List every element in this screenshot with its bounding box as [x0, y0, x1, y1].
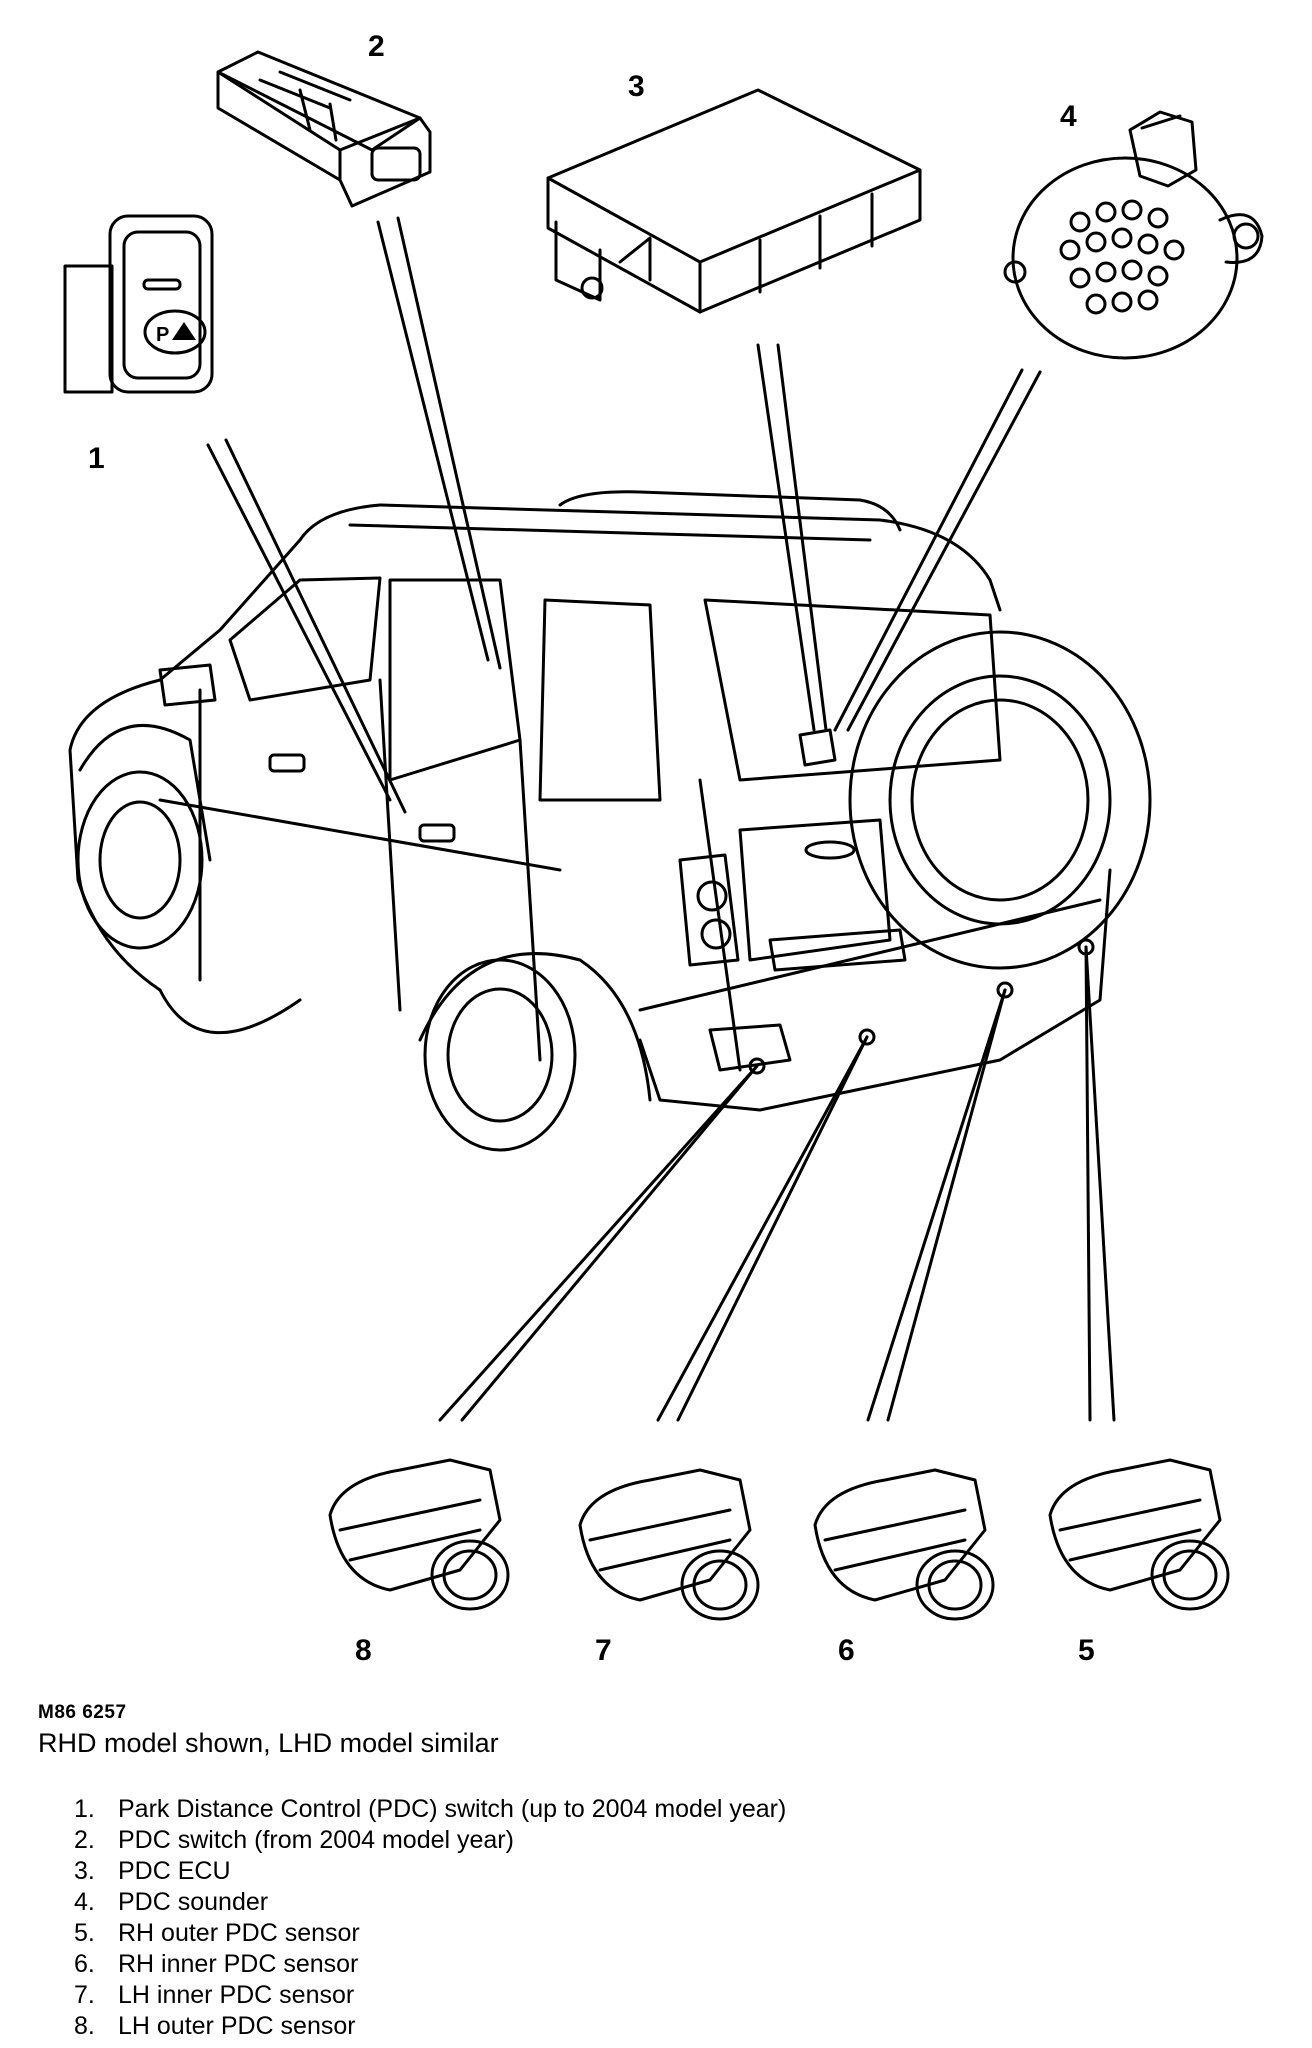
sensor-rh-outer: [1048, 1458, 1230, 1611]
legend-number: 3.: [74, 1857, 95, 1885]
pdc-switch-late: [216, 50, 432, 208]
callout-4: 4: [1060, 100, 1077, 133]
legend-number: 4.: [74, 1888, 95, 1916]
figure-id: M86 6257: [38, 1702, 127, 1723]
callout-3: 3: [628, 70, 645, 103]
legend-number: 1.: [74, 1795, 95, 1823]
legend-item: 2. PDC switch (from 2004 model year): [74, 1825, 786, 1856]
legend-text: RH outer PDC sensor: [118, 1919, 360, 1947]
legend-text: Park Distance Control (PDC) switch (up t…: [118, 1795, 787, 1823]
legend-text: LH inner PDC sensor: [118, 1981, 355, 2009]
legend-text: RH inner PDC sensor: [118, 1950, 359, 1978]
callout-6: 6: [838, 1634, 855, 1667]
callout-8: 8: [355, 1634, 372, 1667]
legend-number: 7.: [74, 1981, 95, 2009]
legend-item: 5. RH outer PDC sensor: [74, 1918, 786, 1949]
legend-item: 1. Park Distance Control (PDC) switch (up…: [74, 1794, 786, 1825]
sensor-lh-outer: [328, 1458, 510, 1611]
callout-1: 1: [88, 442, 105, 475]
legend-item: 3. PDC ECU: [74, 1856, 786, 1887]
pdc-sounder: [1003, 110, 1264, 360]
legend-text: PDC switch (from 2004 model year): [118, 1826, 514, 1854]
legend-item: 6. RH inner PDC sensor: [74, 1949, 786, 1980]
legend-item: 7. LH inner PDC sensor: [74, 1980, 786, 2011]
legend-text: PDC sounder: [118, 1888, 269, 1916]
component-legend: 1. Park Distance Control (PDC) switch (up…: [74, 1794, 786, 2042]
model-note: RHD model shown, LHD model similar: [38, 1728, 499, 1758]
legend-item: 8. LH outer PDC sensor: [74, 2011, 786, 2042]
legend-item: 4. PDC sounder: [74, 1887, 786, 1918]
sensor-lh-inner: [578, 1468, 760, 1621]
callout-5: 5: [1078, 1634, 1095, 1667]
pdc-component-diagram: P: [63, 30, 1264, 1667]
svg-text:P: P: [156, 324, 169, 346]
legend-number: 8.: [74, 2012, 95, 2040]
leader-lines: [206, 216, 1116, 1422]
legend-text: LH outer PDC sensor: [118, 2012, 356, 2040]
callout-7: 7: [595, 1634, 612, 1667]
legend-number: 2.: [74, 1826, 95, 1854]
legend-number: 5.: [74, 1919, 95, 1947]
pdc-ecu: [546, 88, 922, 314]
legend-number: 6.: [74, 1950, 95, 1978]
vehicle-rear-view: [68, 490, 1152, 1152]
legend-text: PDC ECU: [118, 1857, 231, 1885]
pdc-switch-early: P: [63, 214, 214, 394]
callout-2: 2: [368, 30, 385, 63]
sensor-rh-inner: [813, 1468, 995, 1621]
